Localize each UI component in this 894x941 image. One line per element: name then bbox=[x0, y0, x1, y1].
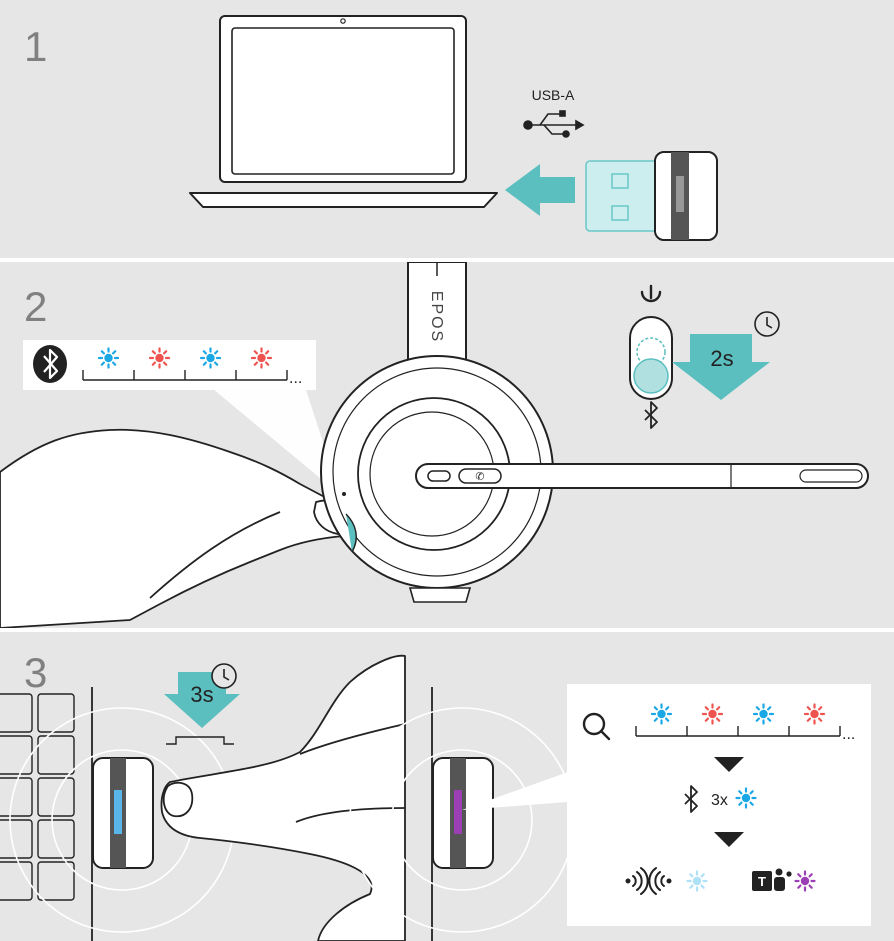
brand-label: EPOS bbox=[428, 291, 445, 343]
duration-label: 3s bbox=[190, 682, 213, 707]
led-light-blue-icon bbox=[688, 872, 707, 891]
led-red-icon bbox=[150, 349, 169, 368]
led-light-blue-icon bbox=[688, 872, 707, 891]
led-blue-icon bbox=[737, 789, 756, 808]
led-red-icon bbox=[252, 349, 271, 368]
svg-text:✆: ✆ bbox=[475, 471, 484, 483]
led-blue-icon bbox=[737, 789, 756, 808]
usb-dongle-icon bbox=[433, 758, 493, 868]
step-3-illustration: 3s ... 3x bbox=[0, 632, 894, 941]
led-blue-icon bbox=[754, 705, 773, 724]
usb-label: USB-A bbox=[532, 87, 575, 103]
duration-label: 2s bbox=[710, 346, 733, 371]
led-blue-icon bbox=[201, 349, 220, 368]
led-purple-icon bbox=[796, 872, 815, 891]
step-2-panel: 2 EPOS ✆ bbox=[0, 262, 894, 628]
bluetooth-icon bbox=[33, 345, 67, 383]
step-1-panel: 1 USB-A bbox=[0, 0, 894, 258]
power-icon bbox=[642, 286, 660, 301]
step-1-illustration: USB-A bbox=[0, 0, 894, 258]
sequence-ellipsis: ... bbox=[842, 726, 855, 743]
bluetooth-icon bbox=[645, 402, 657, 428]
led-purple-icon bbox=[796, 872, 815, 891]
led-red-icon bbox=[805, 705, 824, 724]
laptop-icon bbox=[190, 16, 497, 207]
usb-icon bbox=[524, 111, 583, 137]
arrow-left-icon bbox=[505, 164, 575, 216]
svg-text:T: T bbox=[758, 874, 766, 889]
led-red-icon bbox=[703, 705, 722, 724]
clock-icon bbox=[755, 312, 779, 336]
headset-icon: EPOS ✆ bbox=[321, 262, 868, 602]
blink-count-label: 3x bbox=[711, 792, 728, 809]
slide-switch-icon[interactable] bbox=[630, 317, 672, 399]
led-blue-icon bbox=[652, 705, 671, 724]
arrow-down-icon: 2s bbox=[672, 334, 770, 400]
sequence-ellipsis: ... bbox=[289, 370, 302, 387]
clock-icon bbox=[212, 664, 236, 688]
usb-dongle-icon bbox=[93, 758, 153, 868]
led-blue-icon bbox=[99, 349, 118, 368]
usb-dongle-icon bbox=[586, 152, 717, 240]
step-2-illustration: EPOS ✆ ... bbox=[0, 262, 894, 628]
step-3-panel: 3 bbox=[0, 632, 894, 941]
